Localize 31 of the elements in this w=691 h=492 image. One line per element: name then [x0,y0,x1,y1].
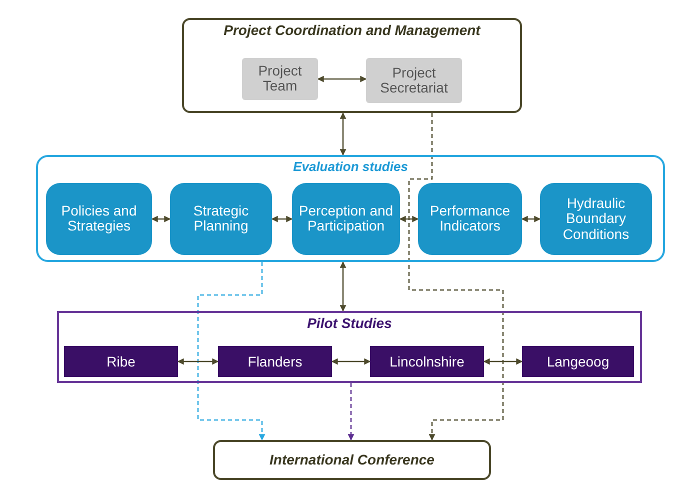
arrow [177,358,219,365]
group-frame: International Conference [213,440,491,480]
process-box: Hydraulic Boundary Conditions [540,183,652,255]
arrow [348,383,354,441]
process-box: Strategic Planning [170,183,272,255]
group-frame [36,155,665,262]
arrow [151,216,171,222]
group-frame [57,311,642,383]
process-box: Ribe [64,346,178,377]
group-frame [182,18,522,113]
process-box: Project Secretariat [366,58,462,103]
group-title: Project Coordination and Management [224,23,480,38]
arrow [521,216,541,222]
arrow [340,112,346,156]
process-box: Project Team [242,58,318,100]
arrow [271,216,293,222]
process-box: Langeoog [522,346,634,377]
arrow [340,261,346,312]
arrow [197,262,266,441]
group-title: Evaluation studies [293,160,408,174]
process-box: Perception and Participation [292,183,400,255]
arrow [408,113,504,441]
process-box: Lincolnshire [370,346,484,377]
process-box: Policies and Strategies [46,183,152,255]
arrow [399,216,419,222]
process-box: Flanders [218,346,332,377]
arrow [331,358,371,365]
process-box: Performance Indicators [418,183,522,255]
arrow [317,76,367,82]
arrow [483,358,523,365]
group-title: Pilot Studies [307,316,392,332]
